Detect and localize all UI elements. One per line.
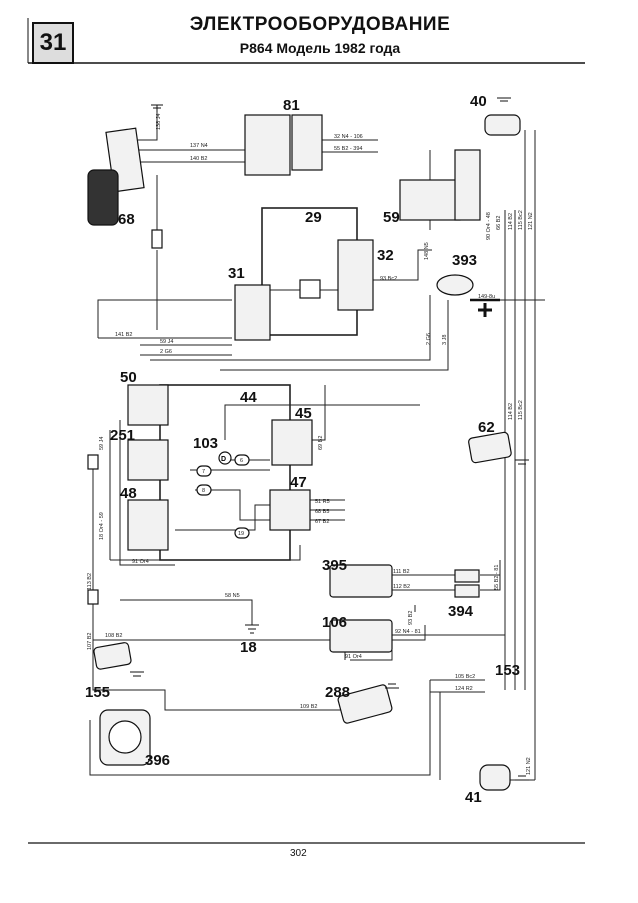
wire-label-111: 111 B2 xyxy=(393,569,410,575)
wire-label-32: 32 N4 - 106 xyxy=(334,134,363,140)
label-155: 155 xyxy=(85,684,110,701)
wire-label-93: 93 Bc2 xyxy=(380,276,397,282)
page-number: 302 xyxy=(290,848,307,859)
label-106: 106 xyxy=(322,614,347,631)
page-subtitle: P864 Модель 1982 года xyxy=(239,40,401,56)
component-labels: 81 40 68 29 59 32 31 393 50 44 45 251 10… xyxy=(85,93,520,806)
label-396: 396 xyxy=(145,752,170,769)
wire-label-58: 58 N5 xyxy=(225,593,240,599)
label-50: 50 xyxy=(120,369,137,386)
wire-label-149: 149-8u xyxy=(478,294,495,300)
wire-label-55: 55 B2 - 394 xyxy=(334,146,362,152)
wires-layer xyxy=(89,112,545,781)
wire-label-2g6: 2 G6 xyxy=(426,333,432,345)
label-29: 29 xyxy=(305,209,322,226)
label-47: 47 xyxy=(290,474,307,491)
wire-label-115b: 115 Bc2 xyxy=(518,400,524,420)
label-32: 32 xyxy=(377,247,394,264)
wire-label-91b: 91 Or4 xyxy=(345,654,362,660)
wire-label-105: 105 Bc2 xyxy=(455,674,475,680)
wire-label-114: 114 B2 xyxy=(508,213,514,230)
wire-label-67: 67 B2 xyxy=(315,519,329,525)
wire-label-92: 92 N4 - 81 xyxy=(395,629,421,635)
wire-label-66: 66 B2 xyxy=(496,216,502,230)
wire-label-68: 68 B5 xyxy=(315,509,329,515)
wire-label-8: 8 xyxy=(202,488,205,494)
wire-label-107: 107 B2 xyxy=(87,633,93,650)
label-153: 153 xyxy=(495,662,520,679)
label-59: 59 xyxy=(383,209,400,226)
wire-label-141: 141 B2 xyxy=(115,332,132,338)
wire-label-114b: 114 B2 xyxy=(508,403,514,420)
wire-label-69: 69 B2 xyxy=(318,436,324,450)
wire-label-59: 59 J4 xyxy=(160,339,173,345)
label-44: 44 xyxy=(240,389,257,406)
wire-label-19: 19 xyxy=(238,531,244,537)
label-18: 18 xyxy=(240,639,257,656)
wire-label-18o: 18 Or4 - 59 xyxy=(99,512,105,540)
label-251: 251 xyxy=(110,427,135,444)
wire-label-148: 148 N5 xyxy=(424,242,430,260)
wire-label-124: 124 R2 xyxy=(455,686,473,692)
label-395: 395 xyxy=(322,557,347,574)
label-48: 48 xyxy=(120,485,137,502)
wire-labels: 137 N4 140 B2 138 J4 32 N4 - 106 55 B2 -… xyxy=(87,113,534,775)
label-103: 103 xyxy=(193,435,218,452)
ground-symbols xyxy=(130,97,529,781)
wire-label-137: 137 N4 xyxy=(190,143,208,149)
wire-label-93b: 93 B2 xyxy=(408,611,414,625)
wire-label-51: 51 R5 xyxy=(315,499,330,505)
label-41: 41 xyxy=(465,789,482,806)
wire-label-55b: 55 B2 - 81 xyxy=(494,565,500,590)
wire-label-91: 91 Or4 xyxy=(132,559,149,565)
wire-label-113: 113 B2 xyxy=(87,573,93,590)
label-68: 68 xyxy=(118,211,135,228)
wire-label-6: 6 xyxy=(240,458,243,464)
label-81: 81 xyxy=(283,97,300,114)
section-badge: 31 xyxy=(32,22,74,64)
wire-label-3j: 3 J8 xyxy=(442,335,448,345)
wire-label-138: 138 J4 xyxy=(156,113,162,130)
label-288: 288 xyxy=(325,684,350,701)
wire-label-112: 112 B2 xyxy=(393,584,410,590)
wire-label-140: 140 B2 xyxy=(190,156,207,162)
label-31: 31 xyxy=(228,265,245,282)
wire-label-108: 108 B2 xyxy=(105,633,122,639)
label-393: 393 xyxy=(452,252,477,269)
label-45: 45 xyxy=(295,405,312,422)
page-title: ЭЛЕКТРООБОРУДОВАНИЕ xyxy=(189,14,451,35)
wire-label-2g: 2 G6 xyxy=(160,349,172,355)
wire-label-121: 121 N2 xyxy=(528,212,534,230)
wire-label-59j: 59 J4 xyxy=(99,437,105,450)
label-394: 394 xyxy=(448,603,474,620)
wire-label-121b: 121 N2 xyxy=(526,757,532,775)
wire-label-115: 115 Bc2 xyxy=(518,210,524,230)
label-40: 40 xyxy=(470,93,487,110)
label-62: 62 xyxy=(478,419,495,436)
diode-symbol: D xyxy=(221,456,226,463)
wire-label-7: 7 xyxy=(202,469,205,475)
component-shapes xyxy=(87,114,521,791)
wire-label-109: 109 B2 xyxy=(300,704,317,710)
wire-label-90: 90 Or4 - 48 xyxy=(486,212,492,240)
